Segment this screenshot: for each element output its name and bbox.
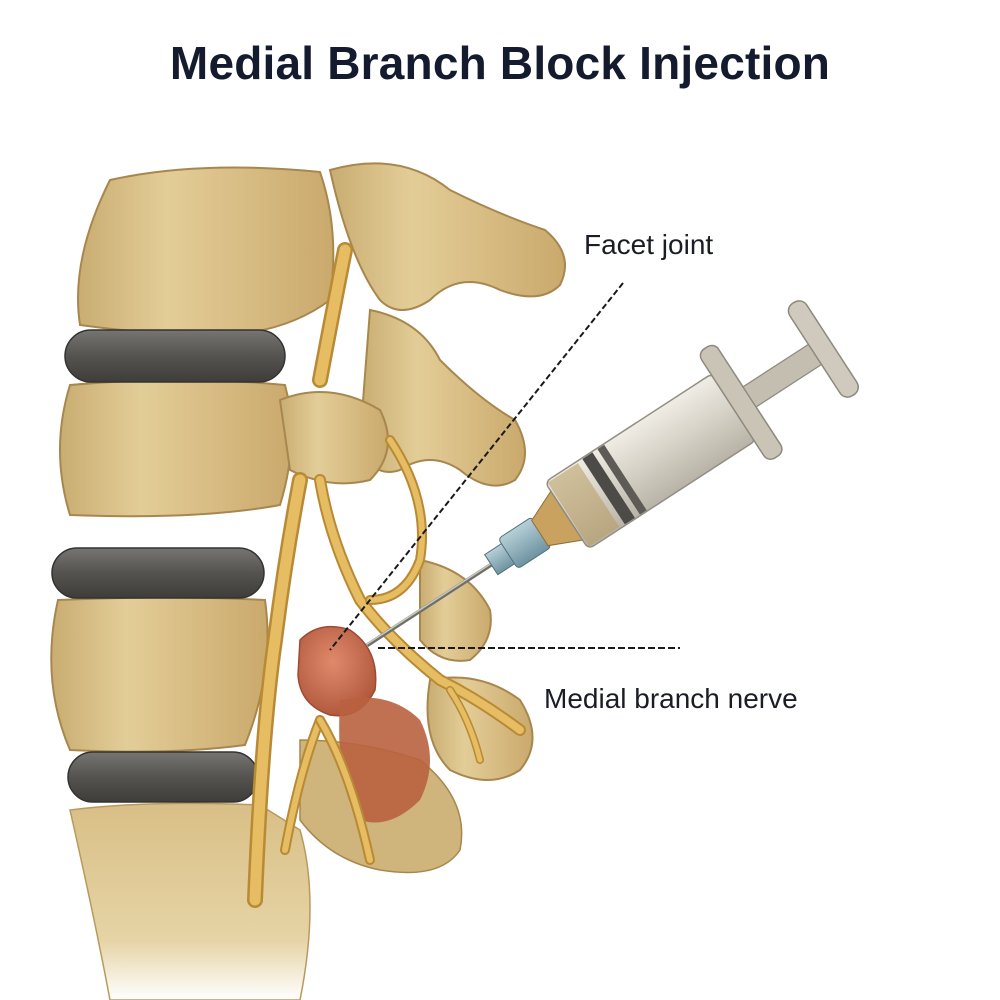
label-facet-joint: Facet joint bbox=[584, 229, 714, 260]
posterior-process-mid bbox=[358, 308, 526, 487]
vertebral-body-2 bbox=[59, 379, 293, 518]
page-title: Medial Branch Block Injection bbox=[169, 37, 831, 89]
pedicle-upper bbox=[278, 391, 389, 485]
disc-1 bbox=[64, 329, 286, 383]
posterior-process-upper bbox=[328, 162, 566, 311]
disc-2 bbox=[51, 547, 265, 599]
vertebral-body-1 bbox=[77, 166, 335, 337]
disc-3 bbox=[67, 751, 259, 803]
label-medial-branch-nerve: Medial branch nerve bbox=[544, 683, 798, 714]
syringe bbox=[366, 300, 859, 647]
facet-joint-leader-line bbox=[329, 282, 624, 651]
facet-joint-inflamed bbox=[297, 625, 377, 717]
posterior-process-lower bbox=[419, 558, 492, 662]
lower-vertebra bbox=[69, 802, 311, 1000]
inflamed-tissue-lower bbox=[339, 697, 430, 823]
vertebral-body-3 bbox=[50, 596, 269, 753]
